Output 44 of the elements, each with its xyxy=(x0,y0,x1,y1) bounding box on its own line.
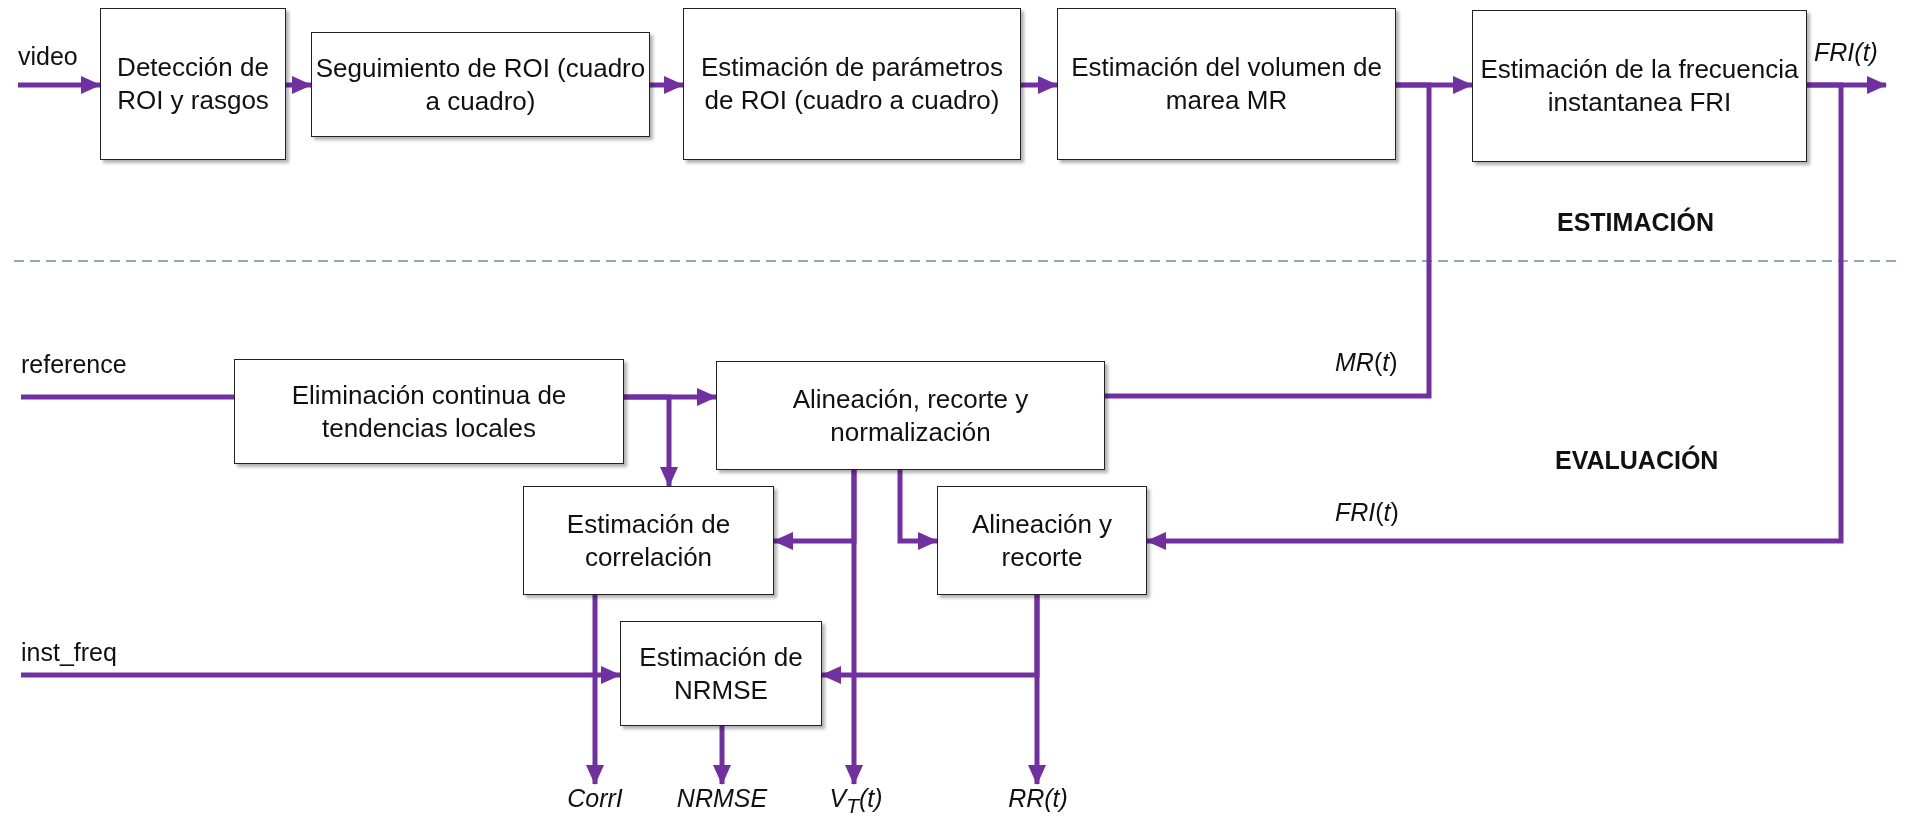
output-label: CorrI xyxy=(555,784,635,814)
process-box xyxy=(234,359,624,464)
arrow xyxy=(650,76,684,94)
arrow xyxy=(18,76,101,94)
process-box xyxy=(311,32,650,137)
process-box xyxy=(683,8,1021,160)
box-text: Estimación de parámetros de ROI (cuadro a cuadro) xyxy=(700,51,1004,117)
box-text: Eliminación continua de tendencias locales xyxy=(290,378,568,445)
arrow xyxy=(1021,76,1058,94)
arrow xyxy=(1146,82,1844,550)
box-text: Alineación, recorte y normalización xyxy=(791,382,1030,449)
output-label: FRI(t) xyxy=(1806,38,1886,68)
box-text: Estimación de NRMSE xyxy=(638,640,804,707)
process-box xyxy=(1057,8,1396,160)
process-box xyxy=(716,361,1105,470)
process-box xyxy=(1472,10,1807,162)
arrow xyxy=(1028,595,1046,785)
box-text: Alineación y recorte xyxy=(970,507,1114,574)
process-box xyxy=(937,486,1147,595)
arrow xyxy=(286,76,312,94)
connector-line xyxy=(21,394,234,400)
arrow xyxy=(624,394,678,487)
arrow xyxy=(586,595,604,785)
process-box xyxy=(523,486,774,595)
box-text: Estimación de la frecuencia instantanea FRI xyxy=(1479,53,1800,119)
input-label: inst_freq xyxy=(21,638,147,668)
arrow xyxy=(897,470,938,550)
box-text: Estimación del volumen de marea MR xyxy=(1070,51,1383,117)
section-label: ESTIMACIÓN xyxy=(1557,208,1714,237)
output-label: RR(t) xyxy=(998,784,1078,814)
input-label: reference xyxy=(21,350,151,380)
arrow xyxy=(713,726,731,785)
connector-line xyxy=(1105,82,1432,399)
arrow xyxy=(21,666,621,684)
arrow xyxy=(845,470,863,785)
box-text: Estimación de correlación xyxy=(565,507,732,574)
output-label: NRMSE xyxy=(672,784,772,814)
section-label: EVALUACIÓN xyxy=(1555,446,1719,475)
process-box xyxy=(100,8,286,160)
box-text: Detección de ROI y rasgos xyxy=(116,51,270,117)
input-label: video xyxy=(18,42,92,72)
output-label: V$_{T}$(t) xyxy=(816,784,896,818)
process-box xyxy=(620,621,822,726)
box-text: Seguimiento de ROI (cuadro a cuadro) xyxy=(314,51,647,118)
